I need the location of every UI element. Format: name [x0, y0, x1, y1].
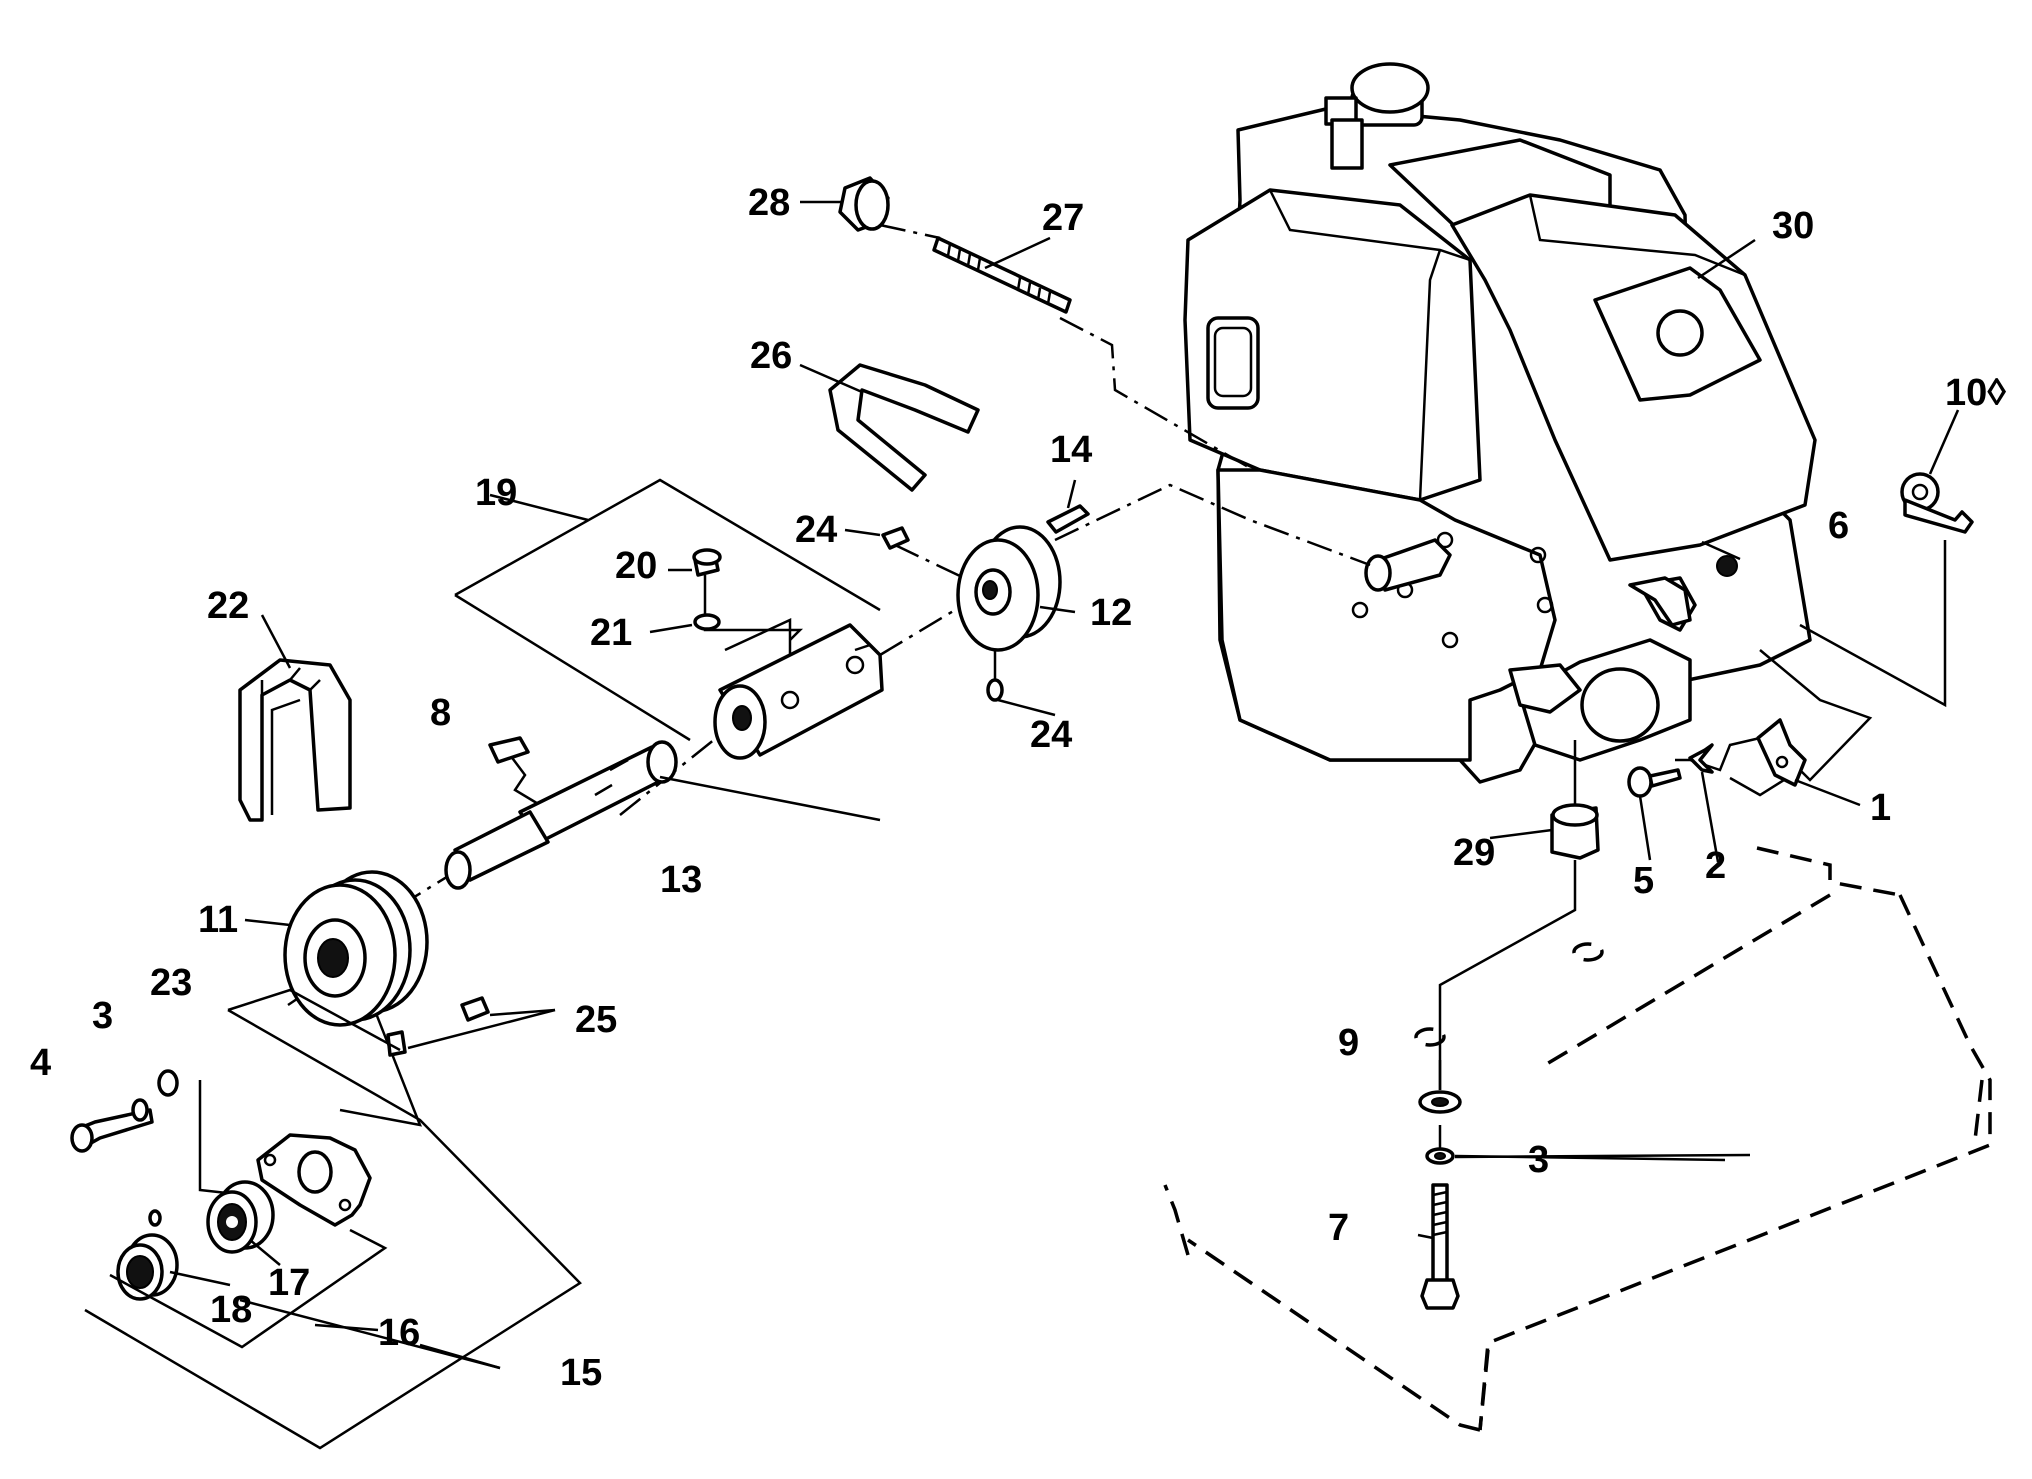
part-3-lockwasher-right — [1425, 1147, 1455, 1165]
part-10-clamp — [1900, 472, 1974, 534]
label-23: 23 — [150, 962, 192, 1004]
part-13-shaft — [444, 740, 678, 890]
label-1: 1 — [1870, 787, 1891, 829]
part-14-key — [1046, 504, 1090, 534]
label-12: 12 — [1090, 592, 1132, 634]
label-27: 27 — [1042, 197, 1084, 239]
part-4-bolt — [70, 1108, 154, 1153]
part-20-screw — [692, 548, 722, 577]
part-11-large-pulley — [283, 870, 429, 1027]
label-29: 29 — [1453, 832, 1495, 874]
label-3a: 3 — [92, 995, 113, 1037]
part-25-setscrews — [386, 996, 490, 1057]
part-1-clamp — [1756, 718, 1807, 787]
callout-labels: 1 2 3 3 4 5 6 7 8 9 10◊ 11 12 13 14 15 1… — [30, 182, 2006, 1394]
label-11: 11 — [198, 899, 238, 941]
part-8-woodruff-key — [488, 736, 530, 764]
part-29-spacer — [1550, 803, 1600, 860]
label-16: 16 — [378, 1312, 420, 1354]
part-7-hex-bolt — [1420, 1183, 1460, 1310]
part-3-lockwasher-left — [131, 1098, 149, 1122]
label-leaders — [169, 200, 1960, 1370]
label-24a: 24 — [795, 509, 837, 551]
label-17: 17 — [268, 1262, 310, 1304]
part-24-setscrew-top — [881, 526, 910, 550]
machine-base-outline — [1163, 846, 1992, 1432]
label-21: 21 — [590, 612, 632, 654]
label-5: 5 — [1633, 860, 1654, 902]
engine-assembly — [1183, 62, 1817, 784]
label-20: 20 — [615, 545, 657, 587]
part-24-setscrew-bottom — [986, 678, 1004, 702]
part-26-v-belt — [828, 363, 980, 492]
label-22: 22 — [207, 585, 249, 627]
part-18-lock-collar — [116, 1209, 179, 1301]
part-12-small-pulley — [956, 525, 1062, 652]
label-25: 25 — [575, 999, 617, 1041]
part-27-threaded-rod — [932, 236, 1072, 314]
part-22-belt-set — [238, 658, 352, 822]
label-26: 26 — [750, 335, 792, 377]
label-28: 28 — [748, 182, 790, 224]
label-14: 14 — [1050, 429, 1092, 471]
part-17-bearing — [206, 1180, 275, 1254]
label-9: 9 — [1338, 1022, 1359, 1064]
part-9-flat-washer — [1418, 1090, 1462, 1114]
label-19: 19 — [475, 472, 517, 514]
part-19-coupler — [713, 623, 884, 760]
label-15: 15 — [560, 1352, 602, 1394]
label-7: 7 — [1328, 1207, 1349, 1249]
part-2-clip — [1688, 743, 1714, 774]
label-10: 10◊ — [1945, 372, 2006, 414]
label-24b: 24 — [1030, 714, 1072, 756]
label-30: 30 — [1772, 205, 1814, 247]
label-2: 2 — [1705, 845, 1726, 887]
part-6-bracket — [1628, 576, 1692, 627]
part-28-spacer — [838, 176, 890, 232]
label-18: 18 — [210, 1289, 252, 1331]
label-4: 4 — [30, 1042, 51, 1084]
label-3b: 3 — [1528, 1139, 1549, 1181]
label-13: 13 — [660, 859, 702, 901]
part-5-screw — [1627, 766, 1682, 798]
part-21-lockwasher — [693, 613, 721, 631]
part-23-flat-washer — [157, 1069, 179, 1097]
label-6: 6 — [1828, 505, 1849, 547]
label-8: 8 — [430, 692, 451, 734]
part-15-flange-housing — [256, 1133, 372, 1227]
group-brackets — [84, 478, 881, 1450]
